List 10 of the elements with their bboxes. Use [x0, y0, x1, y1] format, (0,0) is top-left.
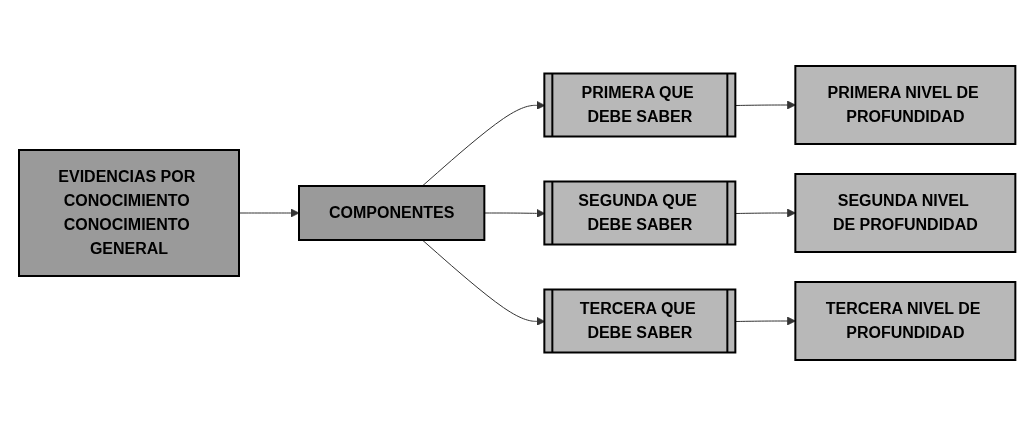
node-box: COMPONENTES [297, 184, 486, 241]
arrow [735, 316, 796, 325]
node-box: PRIMERA NIVEL DE PROFUNDIDAD [794, 64, 1017, 145]
arrow [735, 208, 796, 217]
arrow [735, 100, 796, 109]
arrow [421, 239, 546, 326]
node-box: SEGUNDA NIVEL DE PROFUNDIDAD [794, 172, 1017, 253]
node-box: EVIDENCIAS POR CONOCIMIENTO CONOCIMIENTO GENERAL [17, 148, 240, 277]
arrow [421, 100, 546, 186]
node-box: TERCERA NIVEL DE PROFUNDIDAD [794, 280, 1017, 361]
